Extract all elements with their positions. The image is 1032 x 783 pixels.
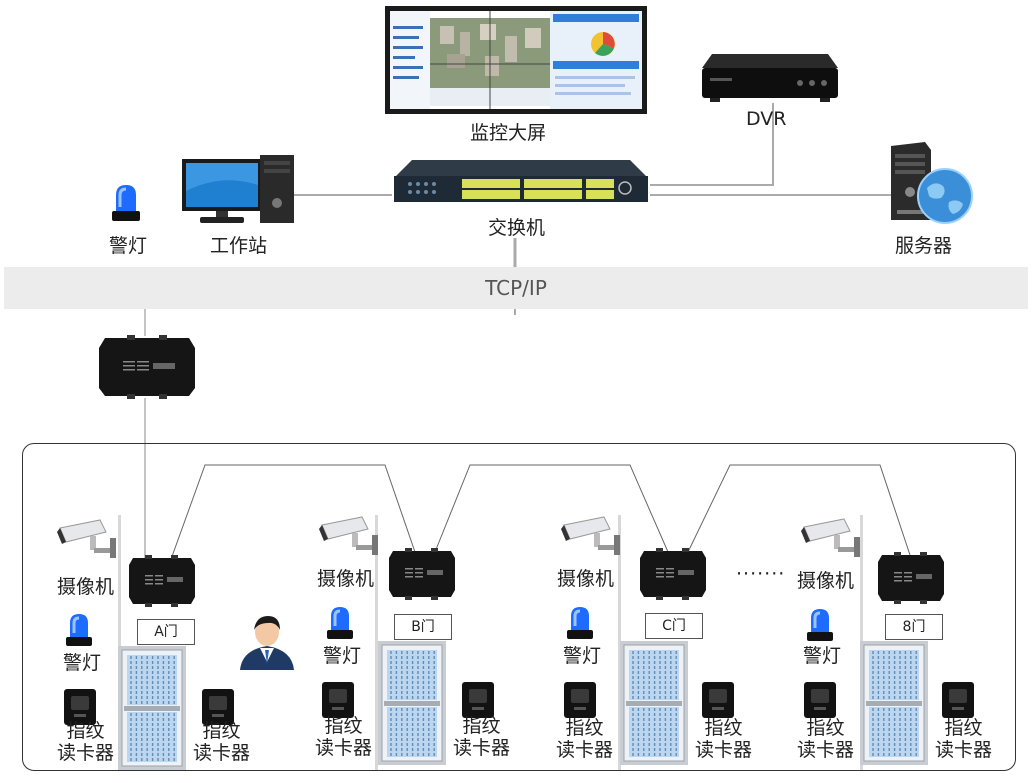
camera-icon <box>57 519 116 558</box>
door-label: B门 <box>394 614 452 640</box>
camera-label: 摄像机 <box>557 568 615 590</box>
fingerprint-reader-icon <box>64 689 96 725</box>
door-label: C门 <box>645 613 703 639</box>
fingerprint-reader-label: 指纹 读卡器 <box>935 717 993 761</box>
dvr-label: DVR <box>746 108 787 130</box>
fingerprint-reader-label: 指纹 读卡器 <box>797 717 855 761</box>
server-icon <box>891 142 973 224</box>
dvr-icon <box>702 54 838 102</box>
video-wall-label: 监控大屏 <box>470 122 547 144</box>
camera-label: 摄像机 <box>57 576 115 598</box>
door-icon <box>118 646 186 770</box>
door-wall <box>618 515 621 770</box>
person-icon <box>240 616 294 670</box>
fingerprint-reader-icon <box>322 682 354 718</box>
camera-icon <box>801 518 860 557</box>
fingerprint-reader-label: 指纹 读卡器 <box>556 717 614 761</box>
camera-label: 摄像机 <box>317 568 375 590</box>
switch-label: 交换机 <box>488 217 546 239</box>
tcp-ip-band: TCP/IP <box>4 267 1028 309</box>
door-zone <box>22 443 1016 771</box>
camera-icon <box>561 516 620 555</box>
dvr-switch-link <box>650 103 774 186</box>
server-label: 服务器 <box>895 235 953 257</box>
alarm-light-label: 警灯 <box>109 235 148 257</box>
tcp-ip-label: TCP/IP <box>485 276 547 300</box>
fingerprint-reader-icon <box>804 682 836 718</box>
fingerprint-reader-icon <box>202 689 234 725</box>
fingerprint-reader-label: 指纹 读卡器 <box>193 720 251 764</box>
door-wall <box>375 515 378 770</box>
alarm-light-icon <box>327 607 353 639</box>
door-icon <box>860 641 928 765</box>
fingerprint-reader-label: 指纹 读卡器 <box>453 715 511 759</box>
fingerprint-reader-icon <box>942 682 974 718</box>
controller-icon <box>99 335 195 399</box>
alarm-light-label: 警灯 <box>323 645 362 667</box>
alarm-light-icon <box>567 607 593 639</box>
door-wall <box>118 515 121 770</box>
door-icon <box>378 641 446 765</box>
fingerprint-reader-label: 指纹 读卡器 <box>315 715 373 759</box>
camera-icon <box>319 516 378 555</box>
bus-c-8 <box>687 464 911 556</box>
alarm-light-icon <box>112 185 140 221</box>
ellipsis-dots: ······· <box>736 563 786 585</box>
door-icon <box>620 641 688 765</box>
alarm-light-label: 警灯 <box>563 645 602 667</box>
controller-icon <box>640 548 706 600</box>
workstation-icon <box>182 155 294 223</box>
bus-a-b <box>169 464 416 563</box>
door-label: 8门 <box>885 614 943 640</box>
controller-icon <box>878 552 944 604</box>
fingerprint-reader-label: 指纹 读卡器 <box>695 717 753 761</box>
controller-icon <box>389 548 455 600</box>
door-label: A门 <box>137 619 195 645</box>
fingerprint-reader-label: 指纹 读卡器 <box>57 720 115 764</box>
alarm-light-label: 警灯 <box>803 645 842 667</box>
bus-b-c <box>434 464 669 553</box>
fingerprint-reader-icon <box>462 682 494 718</box>
video-wall-icon <box>385 6 647 114</box>
controller-icon <box>129 555 195 607</box>
camera-label: 摄像机 <box>797 570 855 592</box>
fingerprint-reader-icon <box>702 682 734 718</box>
alarm-light-icon <box>807 609 833 641</box>
alarm-light-label: 警灯 <box>63 652 102 674</box>
alarm-light-icon <box>66 614 92 646</box>
fingerprint-reader-icon <box>564 682 596 718</box>
workstation-label: 工作站 <box>210 235 268 257</box>
switch-icon <box>394 160 648 202</box>
